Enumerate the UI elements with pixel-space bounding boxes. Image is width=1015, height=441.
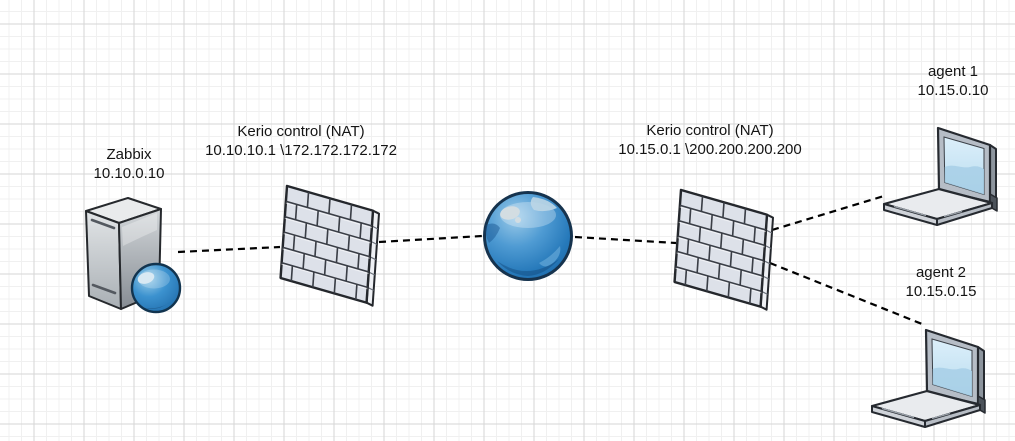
firewall-1-name: Kerio control (NAT) [237,123,365,140]
laptop-icon [882,126,998,226]
node-firewall-1[interactable]: Kerio control (NAT) 10.10.10.1 \172.172.… [205,123,397,310]
edge-firewall2-agent1[interactable] [771,194,885,232]
laptop-icon [870,328,986,428]
node-zabbix-label: Zabbix 10.10.0.10 [94,146,165,183]
node-internet[interactable] [481,189,575,283]
edge-zabbix-firewall1[interactable] [177,245,281,254]
zabbix-name: Zabbix [106,146,152,163]
agent-2-ip: 10.15.0.15 [905,282,977,300]
node-firewall-1-label: Kerio control (NAT) 10.10.10.1 \172.172.… [205,123,397,160]
firewall-2-ip: 10.15.0.1 \200.200.200.200 [618,140,802,158]
node-agent-2[interactable]: agent 2 10.15.0.15 [866,264,1001,432]
server-icon [85,197,182,314]
edge-firewall1-internet[interactable] [378,234,483,244]
firewall-icon [673,188,774,311]
node-agent-1[interactable]: agent 1 10.15.0.10 [878,63,1013,230]
node-agent-2-label: agent 2 10.15.0.15 [906,264,977,301]
globe-icon [483,191,573,281]
node-zabbix[interactable]: Zabbix 10.10.0.10 [82,146,182,314]
node-firewall-2[interactable]: Kerio control (NAT) 10.15.0.1 \200.200.2… [618,122,802,314]
firewall-icon [279,184,380,307]
agent-1-ip: 10.15.0.10 [917,81,989,99]
edge-firewall2-agent2[interactable] [769,261,923,326]
node-agent-1-label: agent 1 10.15.0.10 [918,63,989,100]
node-firewall-2-label: Kerio control (NAT) 10.15.0.1 \200.200.2… [618,122,802,159]
agent-1-name: agent 1 [927,63,979,80]
agent-2-name: agent 2 [915,264,967,281]
edge-internet-firewall2[interactable] [574,235,677,245]
zabbix-ip: 10.10.0.10 [93,164,165,182]
firewall-1-ip: 10.10.10.1 \172.172.172.172 [205,141,397,159]
firewall-2-name: Kerio control (NAT) [646,122,774,139]
